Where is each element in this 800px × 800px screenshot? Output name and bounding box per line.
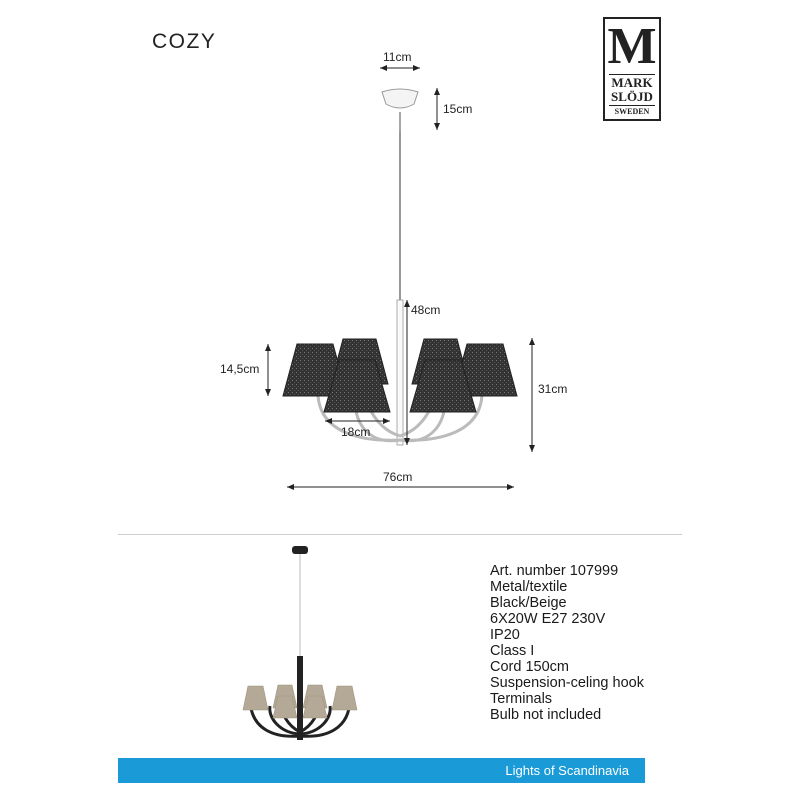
dim-canopy-height: 15cm (443, 102, 473, 116)
technical-drawing (265, 65, 535, 490)
spec-item: Bulb not included (490, 707, 602, 723)
spec-list: Art. number 107999 Metal/textile Black/B… (490, 563, 644, 723)
markslojd-logo: M MARK SLÖJD SWEDEN (603, 17, 661, 121)
section-divider (118, 534, 682, 535)
dim-total-width: 76cm (383, 470, 413, 484)
spec-item: Art. number 107999 (490, 563, 619, 579)
logo-letter: M (607, 18, 657, 75)
spec-item: Cord 150cm (490, 659, 569, 675)
product-photo (242, 546, 358, 740)
dim-shade-height: 14,5cm (220, 362, 260, 376)
logo-word-1: MARK (611, 75, 653, 90)
center-rod (396, 299, 404, 446)
spec-item: 6X20W E27 230V (490, 611, 606, 627)
logo-divider (609, 74, 655, 75)
dim-rod-height: 48cm (411, 303, 441, 317)
dim-shade-width: 18cm (341, 425, 371, 439)
spec-item: Suspension-celing hook (490, 675, 644, 691)
spec-item: Metal/textile (490, 579, 568, 595)
logo-divider (609, 105, 655, 106)
logo-word-2: SLÖJD (611, 89, 653, 104)
footer-text: Lights of Scandinavia (505, 763, 629, 778)
spec-item: IP20 (490, 627, 520, 643)
dim-total-height: 31cm (538, 382, 568, 396)
spec-item: Terminals (490, 691, 553, 707)
spec-item: Class I (490, 643, 535, 659)
canopy (381, 88, 419, 132)
dim-canopy-width: 11cm (383, 50, 412, 64)
footer-banner: Lights of Scandinavia (118, 758, 645, 783)
front-shades (323, 359, 477, 413)
product-title: COZY (152, 30, 217, 53)
dimension-lines (265, 65, 535, 490)
spec-item: Black/Beige (490, 595, 567, 611)
logo-word-3: SWEDEN (614, 107, 650, 116)
